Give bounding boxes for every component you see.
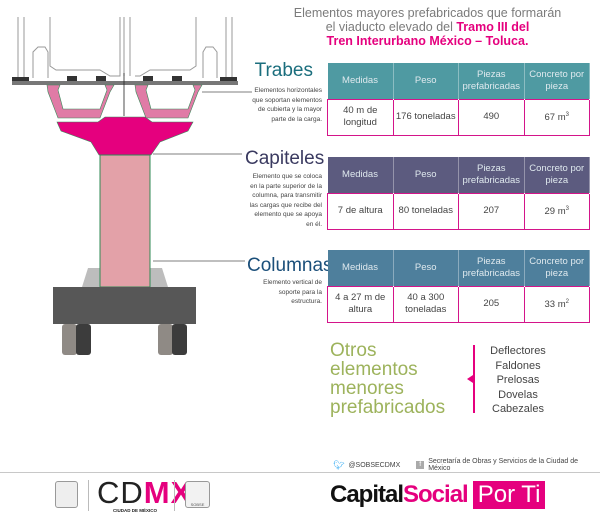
col-header: Piezas prefabricadas: [458, 63, 525, 99]
bracket-line: [473, 345, 475, 413]
capital: [56, 116, 194, 156]
cdmx-subtitle: CIUDAD DE MÉXICO: [113, 508, 158, 513]
col-header: Peso: [393, 157, 459, 193]
cell: 40 a 300 toneladas: [392, 285, 459, 323]
column: [99, 154, 151, 288]
bracket-arrow-icon: [467, 375, 473, 383]
cell: 490: [458, 98, 525, 136]
twitter-icon: 🐦︎: [333, 459, 345, 470]
columnas-description: Elemento vertical de soporte para la est…: [263, 279, 322, 305]
title-line-3: Tren Interurbano México – Toluca.: [326, 34, 529, 48]
trabes-description: Elementos horizontales que soportan elem…: [252, 87, 322, 123]
list-item: Dovelas: [498, 388, 538, 401]
otros-list: Deflectores Faldones Prelosas Dovelas Ca…: [478, 344, 558, 417]
cell: 207: [458, 192, 525, 230]
cdmx-logo: CDMX: [97, 475, 193, 510]
twitter-handle[interactable]: @SOBSECDMX: [348, 461, 401, 469]
deck-slab: [12, 81, 238, 85]
col-header: Piezas prefabricadas: [458, 157, 525, 193]
cell: 80 toneladas: [392, 192, 459, 230]
col-header: Medidas: [327, 63, 394, 99]
government-seal-icon: [55, 481, 78, 508]
girder-left: [46, 84, 115, 119]
otros-heading: Otros elementos menores prefabricados: [330, 340, 446, 418]
col-header: Concreto por pieza: [524, 63, 590, 99]
footing: [53, 287, 196, 324]
columnas-heading: Columnas: [247, 255, 333, 276]
list-item: Prelosas: [496, 374, 540, 386]
cell: 33 m2: [523, 285, 590, 323]
sobse-logo: SOBSE: [185, 481, 210, 508]
col-header: Peso: [393, 250, 459, 286]
viaduct-diagram: [12, 17, 252, 355]
footer-divider: [0, 472, 600, 473]
deck-railings: [17, 17, 233, 78]
cell: 40 m de longitud: [327, 98, 394, 136]
list-item: Cabezales: [492, 403, 544, 415]
col-header: Medidas: [327, 250, 394, 286]
title-highlight: Tramo III del: [456, 20, 530, 34]
facebook-page[interactable]: Secretaría de Obras y Servicios de la Ci…: [428, 458, 578, 472]
list-item: Faldones: [495, 359, 541, 372]
cell: 29 m3: [523, 192, 590, 230]
col-header: Piezas prefabricadas: [458, 250, 525, 286]
cell: 176 toneladas: [392, 98, 459, 136]
capiteles-heading: Capiteles: [245, 148, 325, 169]
piles: [62, 324, 187, 355]
trabes-heading: Trabes: [254, 60, 313, 81]
capiteles-description: Elemento que se coloca en la parte super…: [249, 173, 322, 228]
cell: 4 a 27 m de altura: [327, 285, 394, 323]
facebook-icon: f: [416, 461, 425, 469]
col-header: Concreto por pieza: [524, 250, 590, 286]
title-line-2: el viaducto elevado del: [325, 20, 457, 34]
cell: 205: [458, 285, 525, 323]
cell: 67 m3: [523, 98, 590, 136]
col-header: Medidas: [327, 157, 394, 193]
list-item: Deflectores: [490, 345, 546, 357]
page-title: Elementos mayores prefabricados que form…: [255, 6, 600, 48]
title-line-1: Elementos mayores prefabricados que form…: [293, 6, 562, 20]
col-header: Peso: [393, 63, 459, 99]
cell: 7 de altura: [327, 192, 394, 230]
col-header: Concreto por pieza: [524, 157, 590, 193]
girder-right: [134, 84, 203, 119]
social-links: 🐦︎ @SOBSECDMX f Secretaría de Obras y Se…: [333, 458, 600, 472]
